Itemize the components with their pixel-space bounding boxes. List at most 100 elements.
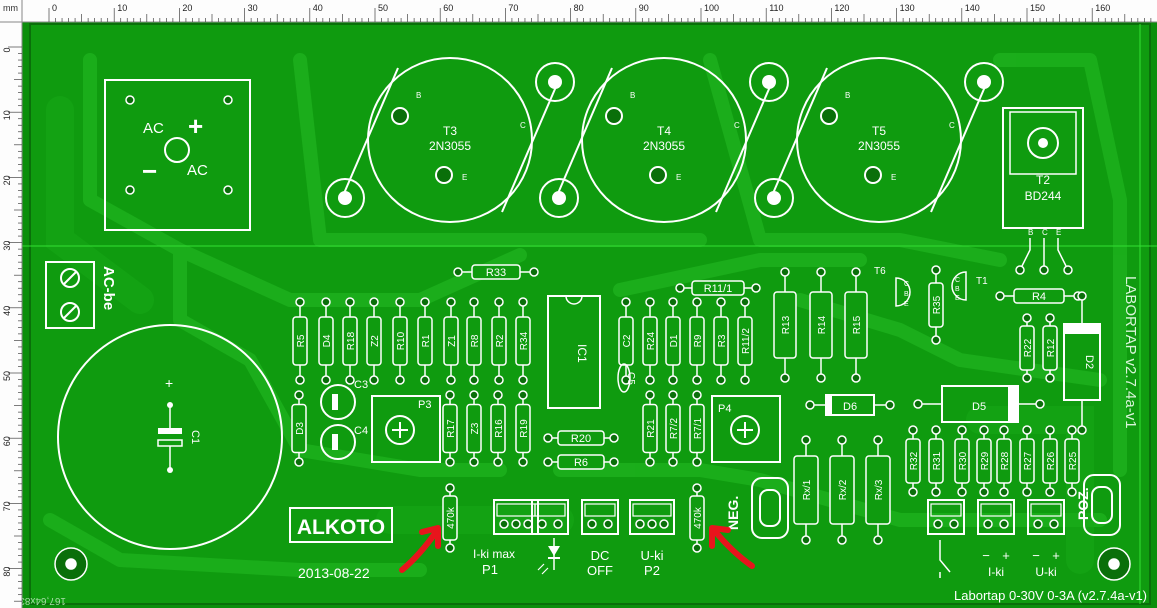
- c1-plus: +: [165, 375, 173, 391]
- component-r18: R18: [342, 297, 358, 385]
- capacitor-c4: C4: [320, 424, 368, 460]
- ruler-top-label: 10: [117, 3, 127, 13]
- component-r1: R1: [417, 297, 433, 385]
- ic1-ref: IC1: [575, 344, 589, 363]
- label-uki: U-ki: [640, 548, 663, 563]
- switch-symbol: [939, 540, 951, 578]
- component-r31: R31: [928, 425, 944, 497]
- label-p1: P1: [482, 562, 498, 577]
- component-r22: R22: [1019, 313, 1035, 383]
- label-r34: R34: [519, 331, 530, 350]
- component-r11-1: R11/1: [675, 280, 761, 296]
- label-r5: R5: [296, 334, 307, 347]
- component-r17: R17: [442, 390, 458, 467]
- t3-pin-c: C: [520, 121, 526, 130]
- component-r7-1: R7/1: [689, 390, 705, 467]
- red-arrow-right: [709, 525, 755, 569]
- label-470k: 470k: [693, 506, 704, 529]
- ruler-top-label: 80: [574, 3, 584, 13]
- t1-pin-b: B: [955, 286, 960, 293]
- ruler-left-label: 80: [2, 567, 12, 577]
- bridge-plus: +: [188, 111, 203, 141]
- t3-pin-b: B: [416, 91, 421, 100]
- poz-connector: POZ.: [1075, 474, 1121, 536]
- ruler-left-label: 40: [2, 306, 12, 316]
- label-r16: R16: [494, 419, 505, 438]
- component-r30: R30: [954, 425, 970, 497]
- t1-ref: T1: [976, 276, 988, 287]
- ruler-left-label: 20: [2, 175, 12, 185]
- label-470k: 470k: [446, 506, 457, 529]
- side-label: LABORTAP v2.7.4a-v1: [1122, 276, 1139, 429]
- t2-pin-b: B: [1028, 228, 1033, 237]
- component-r20: R20: [543, 430, 619, 446]
- label-z3: Z3: [470, 422, 481, 434]
- component-r32: R32: [905, 425, 921, 497]
- component-d1: D1: [665, 297, 681, 385]
- copper-traces: [43, 53, 1127, 577]
- label-c2: C2: [622, 334, 633, 347]
- ruler-top-label: 130: [900, 3, 915, 13]
- label-r22: R22: [1023, 338, 1034, 357]
- label-r29: R29: [980, 451, 991, 470]
- label-r31: R31: [932, 451, 943, 470]
- component-r27: R27: [1019, 425, 1035, 497]
- component-470k: 470k: [442, 483, 458, 553]
- component-r28: R28: [996, 425, 1012, 497]
- logo-text: ALKOTO: [297, 516, 385, 539]
- c3-ref: C3: [354, 379, 368, 391]
- component-d4: D4: [318, 297, 334, 385]
- component-rx-3: Rx/3: [865, 435, 891, 545]
- diode-d5: D5: [913, 385, 1045, 423]
- ruler-top-label: 110: [769, 3, 783, 13]
- t2-pin-e: E: [1056, 228, 1061, 237]
- label-r6: R6: [574, 457, 588, 469]
- ruler-top-label: 120: [834, 3, 849, 13]
- t4-pin-e: E: [676, 173, 681, 182]
- ruler-left-label: 30: [2, 241, 12, 251]
- ac-connector-label: AC-be: [100, 266, 117, 310]
- component-r5: R5: [292, 297, 308, 385]
- p3-ref: P3: [418, 399, 431, 411]
- label-r24: R24: [646, 331, 657, 350]
- component-rx-1: Rx/1: [793, 435, 819, 545]
- ruler-top: [0, 0, 1157, 22]
- label-uki-right: U-ki: [1035, 565, 1056, 579]
- component-r9: R9: [689, 297, 705, 385]
- component-r19: R19: [515, 390, 531, 467]
- c4-ref: C4: [354, 425, 368, 437]
- t4-pin-b: B: [630, 91, 635, 100]
- label-r26: R26: [1046, 451, 1057, 470]
- trimmer-p3: P3: [371, 395, 441, 463]
- label-r33: R33: [486, 267, 506, 279]
- neg-label: NEG.: [725, 496, 741, 530]
- component-r34: R34: [515, 297, 531, 385]
- ic1: IC1: [547, 295, 601, 409]
- ruler-top-label: 90: [639, 3, 649, 13]
- diode-d6: D6: [805, 394, 895, 416]
- red-arrow-left: [399, 525, 441, 573]
- label-r1: R1: [421, 334, 432, 347]
- t4-pin-c: C: [734, 121, 740, 130]
- component-r14: R14: [809, 267, 833, 383]
- neg-connector: NEG.: [725, 477, 789, 539]
- label-r3: R3: [717, 334, 728, 347]
- label-rx-1: Rx/1: [802, 479, 813, 500]
- ruler-left: [0, 0, 22, 608]
- connector-iki-right: [977, 499, 1015, 535]
- ruler-top-label: 30: [248, 3, 258, 13]
- label-plus-1: +: [1002, 548, 1010, 563]
- ruler-top-label: 20: [182, 3, 192, 13]
- component-r21: R21: [642, 390, 658, 467]
- connector-led: [531, 499, 569, 535]
- t6-pin-e: E: [904, 301, 909, 308]
- label-z2: Z2: [370, 335, 381, 347]
- trimmer-p4: P4: [711, 395, 781, 463]
- component-r11-2: R11/2: [737, 297, 753, 385]
- label-r19: R19: [519, 419, 530, 438]
- component-r35: R35: [928, 265, 944, 345]
